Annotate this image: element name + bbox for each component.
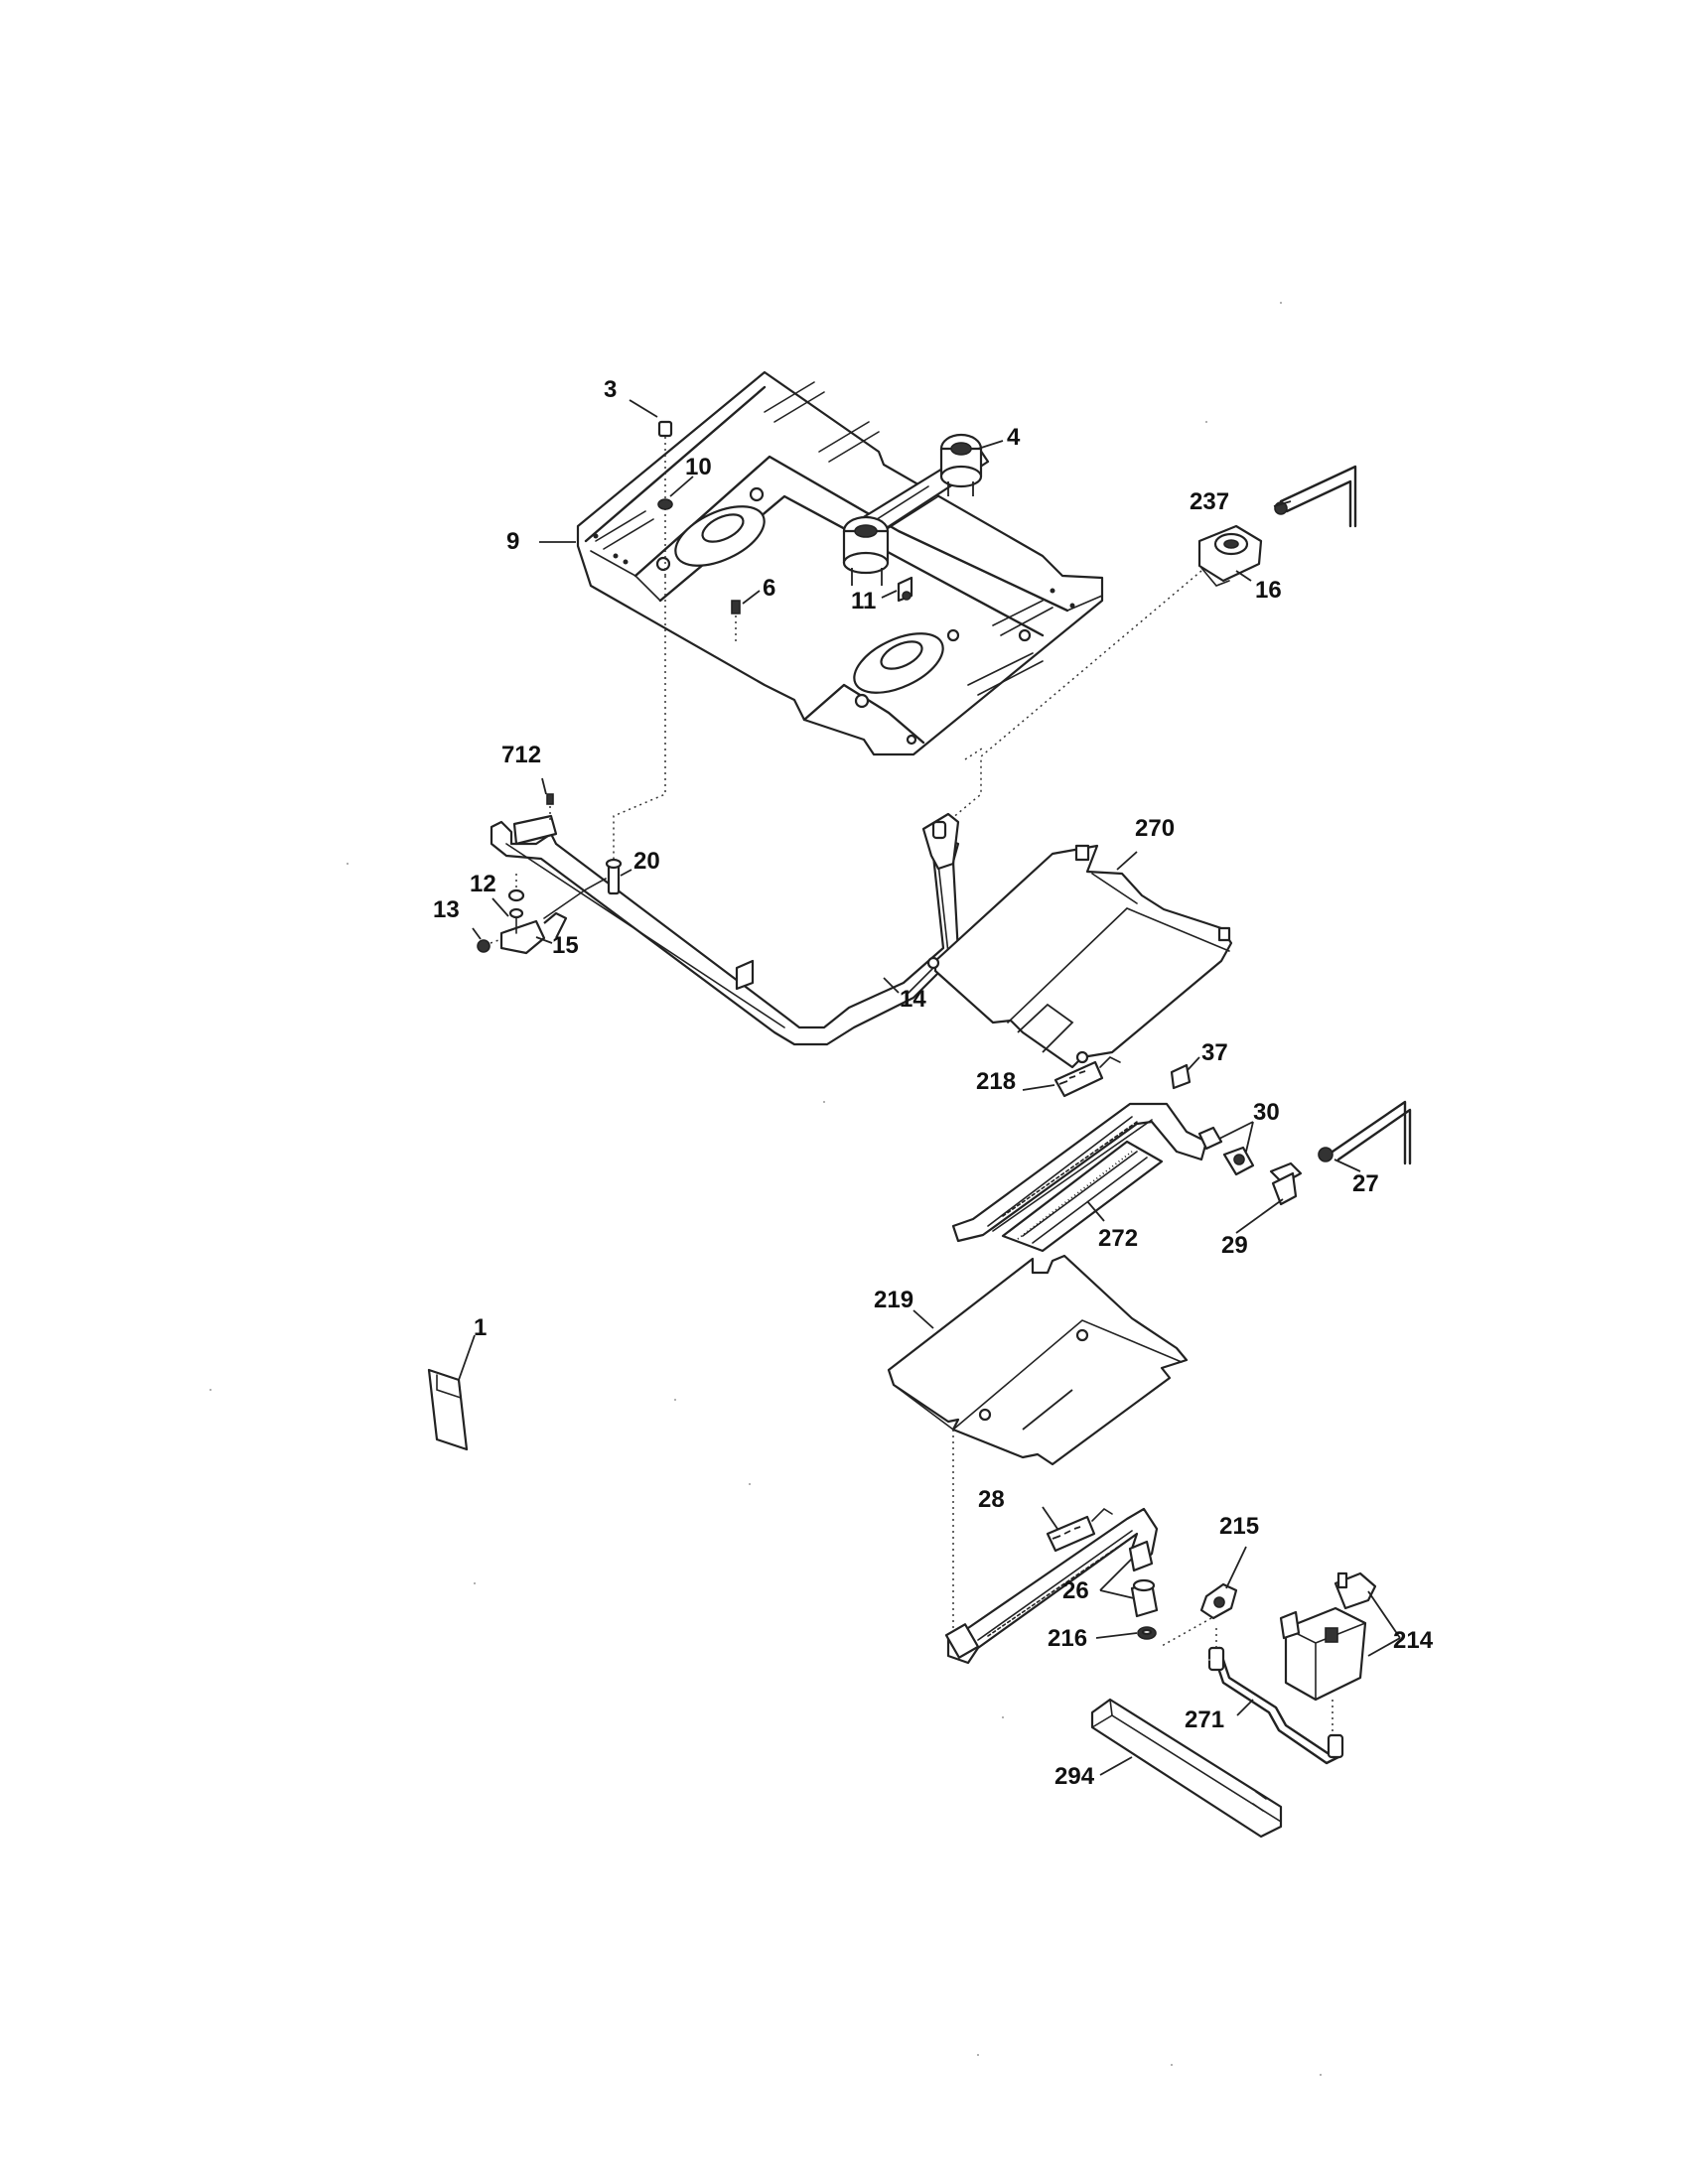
screw-3: [657, 420, 673, 576]
callout-3: 3: [604, 376, 617, 403]
callout-29: 29: [1221, 1232, 1248, 1259]
deflector-bracket-294: [1090, 1698, 1283, 1839]
callout-28: 28: [978, 1486, 1005, 1513]
callout-13: 13: [433, 896, 460, 923]
callout-237: 237: [1190, 488, 1229, 515]
callout-270: 270: [1135, 815, 1175, 842]
oven-burner-assembly: [951, 1056, 1412, 1253]
leader-lines: [458, 399, 1401, 1776]
screw-712: [546, 793, 554, 822]
scan-specks: [210, 302, 1322, 2076]
clip-11: [897, 576, 913, 603]
callout-215: 215: [1219, 1513, 1259, 1540]
tube-237: [1274, 465, 1357, 528]
callout-4: 4: [1007, 424, 1021, 451]
callout-37: 37: [1201, 1039, 1228, 1066]
heat-shield-219: [887, 1254, 1189, 1638]
callout-10: 10: [685, 454, 712, 480]
callout-294: 294: [1054, 1763, 1095, 1790]
callout-30: 30: [1253, 1099, 1280, 1126]
callout-218: 218: [976, 1068, 1016, 1095]
burner-valve-assembly: [842, 433, 990, 586]
callout-271: 271: [1185, 1706, 1224, 1733]
callout-20: 20: [633, 848, 660, 875]
callout-12: 12: [470, 871, 496, 897]
callout-labels: 3 4 10 237 9 6 11 16 712 20 270 12 13 15…: [433, 376, 1434, 1790]
callout-216: 216: [1048, 1625, 1087, 1652]
spark-module-assembly: [1161, 1571, 1377, 1765]
manifold-tube-14: [490, 812, 960, 1046]
callout-11: 11: [851, 588, 876, 614]
callout-26: 26: [1062, 1577, 1089, 1604]
callout-27: 27: [1352, 1170, 1379, 1197]
screw-6: [731, 600, 741, 645]
callout-219: 219: [874, 1287, 913, 1313]
callout-214: 214: [1393, 1627, 1434, 1654]
valve-15: [477, 874, 607, 955]
stud-20: [605, 858, 623, 895]
callout-712: 712: [501, 742, 541, 768]
washer-10: [657, 498, 673, 510]
burner-box: [576, 370, 1104, 756]
orifice-16: [1197, 524, 1263, 587]
callout-16: 16: [1255, 577, 1282, 604]
broil-burner-assembly: [944, 1507, 1159, 1665]
callout-6: 6: [763, 575, 775, 602]
callout-15: 15: [552, 932, 579, 959]
callout-1: 1: [474, 1314, 487, 1341]
callout-14: 14: [900, 986, 926, 1013]
literature-envelope-1: [427, 1368, 469, 1451]
callout-9: 9: [506, 528, 519, 555]
callout-272: 272: [1098, 1225, 1138, 1252]
broil-shield-270: [926, 844, 1233, 1069]
